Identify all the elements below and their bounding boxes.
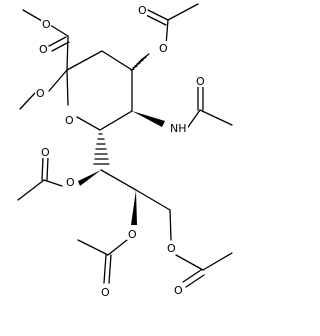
bond-c4-acyl-double-o-a [147, 9, 169, 21]
atom-amide-n: NH [170, 122, 187, 135]
atom-c7-carbonyl-o: O [41, 146, 50, 159]
bond-c4-acyl-methyl [167, 3, 199, 21]
bond-c9-acyl-double-o-a [182, 269, 202, 283]
atom-c4-acetoxy-o: O [159, 42, 168, 55]
wedge-bond-c7-o [78, 170, 101, 186]
atom-ring-o: O [65, 114, 74, 127]
atom-c7-acetoxy-o: O [66, 176, 75, 189]
bond-ester-methyl [22, 9, 43, 22]
atom-methoxy-o: O [36, 87, 45, 100]
bond-c5-c6 [99, 110, 133, 131]
atom-c8-carbonyl-o: O [101, 286, 110, 299]
bond-c3-c4 [101, 50, 133, 71]
atom-c9-carbonyl-o: O [174, 284, 183, 297]
bond-c7-o-acyl-c [43, 179, 63, 187]
hashed-bond-c4-o [130, 53, 150, 71]
bond-c9-acyl-methyl [202, 252, 233, 271]
bond-c7-acyl-double-o-b [46, 156, 49, 181]
wedge-bond-c5-n [132, 111, 165, 127]
atom-c4-carbonyl-o: O [138, 4, 147, 17]
bond-c8-acyl-methyl [77, 239, 109, 256]
atom-ester-o-single: O [42, 18, 51, 31]
structure-diagram: O O O O O O NH O O O O O O O [17, 3, 233, 299]
molecule-canvas: O O O O O O NH O O O O O O O [17, 3, 233, 299]
bonds [17, 3, 233, 288]
bond-c6-ring-o [76, 116, 101, 131]
bond-c7-c8 [100, 169, 137, 191]
bond-carbonyl-c-double-o-b [51, 41, 70, 52]
bond-ester-o-carbonyl-c [49, 24, 69, 37]
bond-c4-o-acyl-c [165, 19, 169, 46]
atom-c8-acetoxy-o: O [128, 228, 137, 241]
bond-c2-c3 [66, 50, 103, 71]
bond-amide-methyl [199, 109, 233, 126]
bond-c9-acyl-double-o-b [185, 274, 205, 288]
hashed-bond-c6-c7 [93, 133, 110, 165]
bond-ring-o-c2 [66, 69, 69, 106]
atom-labels: O O O O O O NH O O O O O O O [35, 3, 205, 299]
bond-c8-o-acyl-c [107, 239, 128, 256]
bond-c8-acyl-double-o-a [103, 254, 107, 284]
bond-methoxy-methyl [19, 92, 36, 110]
bond-c9-o [169, 209, 172, 241]
atom-ester-o-double: O [39, 43, 48, 56]
atom-amide-carbonyl-o: O [196, 75, 205, 88]
bond-c7-acyl-double-o-a [41, 156, 44, 181]
bond-n-acyl-c [185, 109, 201, 131]
bond-c2-methoxy-o [48, 69, 68, 92]
bond-c8-c9 [135, 189, 171, 211]
bond-carbonyl-c-double-o-a [48, 36, 67, 47]
bond-c9-o-acyl-c [175, 254, 204, 271]
bond-c8-acyl-double-o-b [108, 254, 112, 284]
atom-c9-acetoxy-o: O [167, 242, 176, 255]
bond-c7-acyl-methyl [17, 179, 45, 201]
bond-c4-acyl-double-o-b [145, 14, 167, 26]
bond-carbonyl-c-to-c2 [66, 35, 69, 71]
wedge-bond-c8-o [131, 190, 137, 225]
